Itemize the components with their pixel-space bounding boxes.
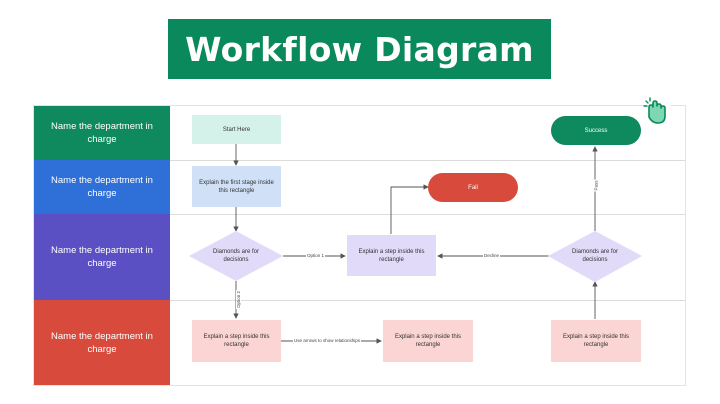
lane-label-text: Name the department in charge [51, 175, 153, 199]
lane-divider [170, 160, 685, 161]
success-terminator: Success [551, 116, 641, 145]
edge-label-option1: Option 1 [306, 253, 326, 258]
decision-diamond-left [189, 231, 283, 281]
decision-label-right: Diamonds are for decisions [571, 249, 619, 263]
lane-label-text: Name the department in charge [51, 121, 153, 145]
lane-label-text: Name the department in charge [51, 330, 153, 355]
edge-label-option2: Option 2 [236, 289, 242, 310]
step-bottom-middle-box: Explain a step inside this rectangle [383, 320, 473, 362]
edge-label-relationships: Use arrows to show relationships [293, 338, 362, 343]
hand-clicking-icon [642, 97, 672, 127]
page-title: Workflow Diagram [168, 19, 551, 79]
lane-label-2: Name the department in charge [34, 160, 170, 214]
edge-label-pass: Pass [593, 179, 599, 192]
edge-label-decline: Decline [483, 253, 501, 258]
start-box: Start Here [192, 115, 281, 144]
lane-label-1: Name the department in charge [34, 106, 170, 160]
step-bottom-left-box: Explain a step inside this rectangle [192, 320, 281, 362]
first-stage-box: Explain the first stage inside this rect… [192, 166, 281, 207]
step-middle-box: Explain a step inside this rectangle [347, 235, 436, 276]
edge-to-fail [390, 184, 429, 234]
lane-label-text: Name the department in charge [51, 245, 153, 269]
lane-divider [170, 300, 685, 301]
lane-label-3: Name the department in charge [34, 214, 170, 300]
decision-label-left: Diamonds are for decisions [212, 249, 260, 263]
lane-divider [170, 214, 685, 215]
fail-terminator: Fail [428, 173, 518, 202]
decision-diamond-right [548, 231, 642, 282]
lane-label-4: Name the department in charge [34, 300, 170, 385]
step-bottom-right-box: Explain a step inside this rectangle [551, 320, 641, 362]
